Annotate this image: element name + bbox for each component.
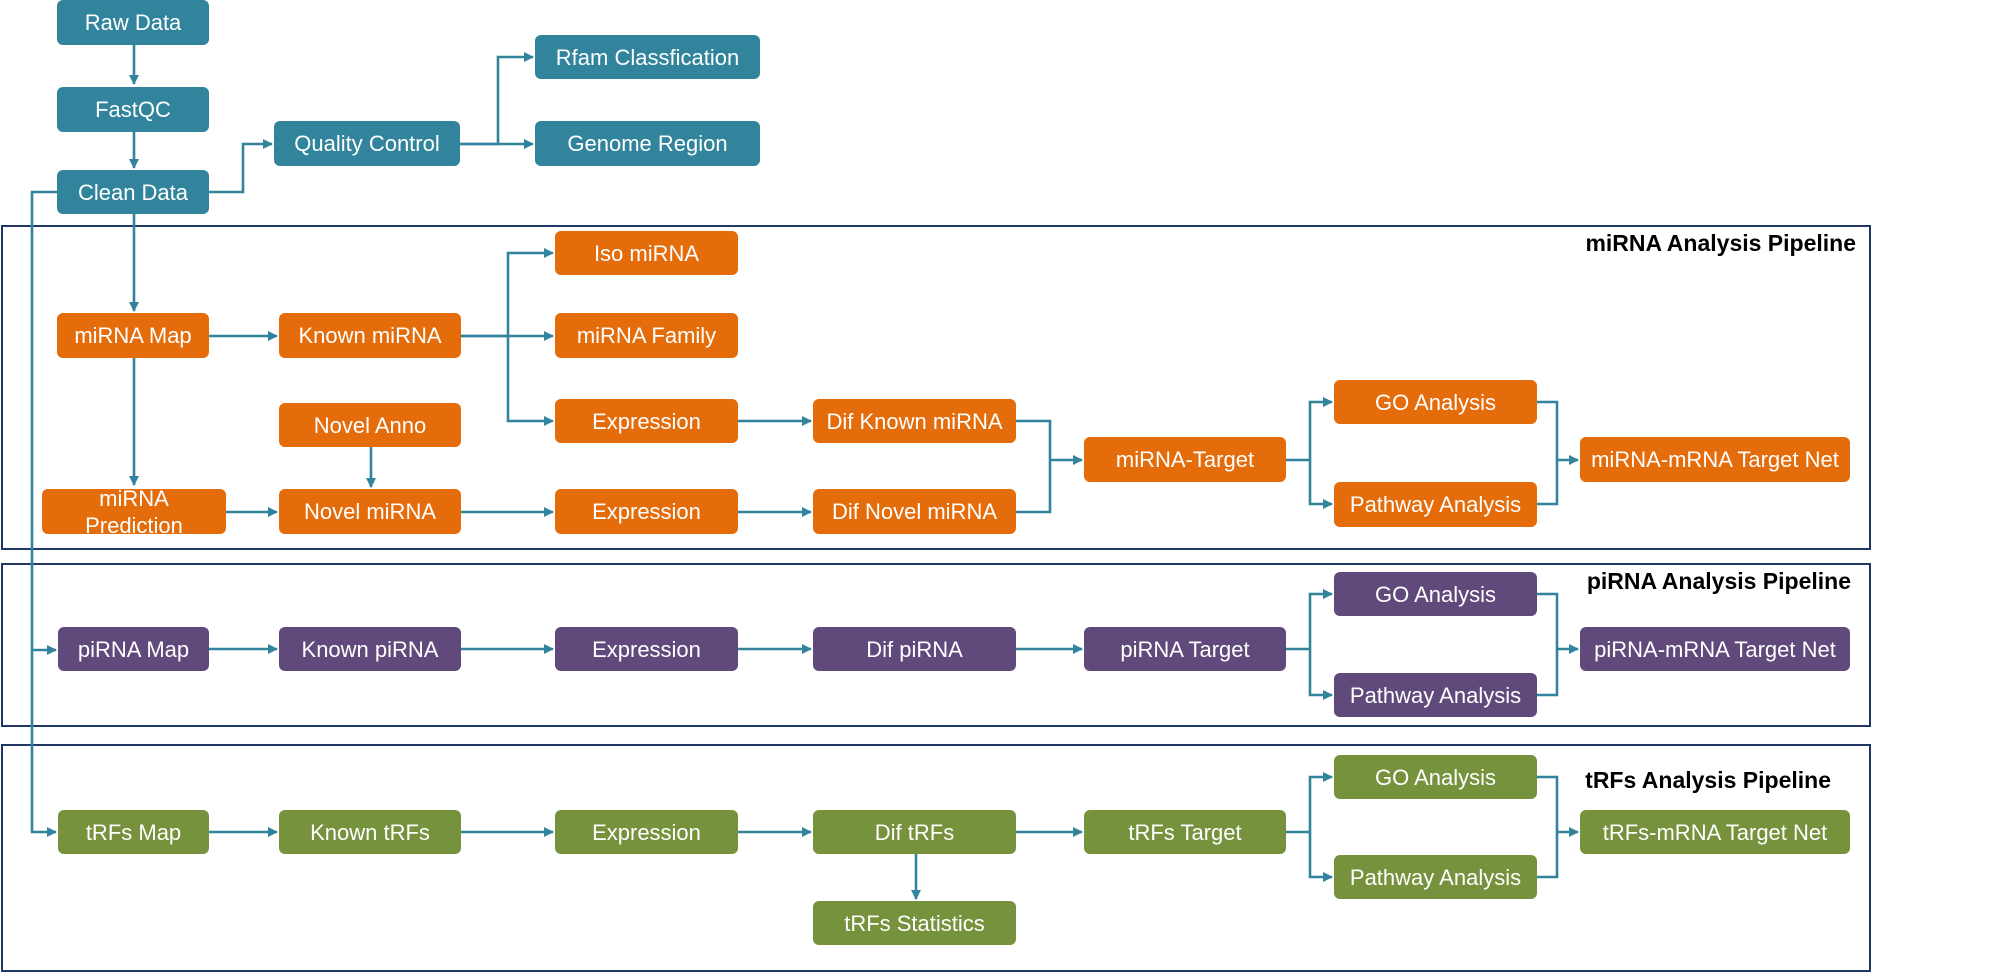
known-pirna-node: Known piRNA [279,627,461,671]
quality-control-node: Quality Control [274,121,460,166]
dif-known-mirna-node: Dif Known miRNA [813,399,1016,443]
trfs-expression-node: Expression [555,810,738,854]
pirna-pipeline-title: piRNA Analysis Pipeline [1586,568,1851,594]
known-expression-node: Expression [555,399,738,443]
mirna-pipeline-title: miRNA Analysis Pipeline [1585,230,1856,256]
pirna-map-node: piRNA Map [58,627,209,671]
mirna-pathway-analysis-node: Pathway Analysis [1334,482,1537,527]
pirna-target-node: piRNA Target [1084,627,1286,671]
trfs-mrna-target-net-node: tRFs-mRNA Target Net [1580,810,1850,854]
known-trfs-node: Known tRFs [279,810,461,854]
mirna-prediction-node: miRNA Prediction [42,489,226,534]
clean-data-node: Clean Data [57,170,209,214]
pirna-mrna-target-net-node: piRNA-mRNA Target Net [1580,627,1850,671]
mirna-pipeline-panel [1,225,1871,550]
mirna-target-node: miRNA-Target [1084,437,1286,482]
pirna-go-analysis-node: GO Analysis [1334,572,1537,616]
pirna-expression-node: Expression [555,627,738,671]
pirna-pipeline-panel [1,563,1871,727]
mirna-family-node: miRNA Family [555,313,738,358]
fastqc-node: FastQC [57,87,209,132]
rfam-classification-node: Rfam Classfication [535,35,760,79]
dif-trfs-node: Dif tRFs [813,810,1016,854]
trfs-pathway-analysis-node: Pathway Analysis [1334,855,1537,899]
pirna-pathway-analysis-node: Pathway Analysis [1334,673,1537,717]
iso-mirna-node: Iso miRNA [555,231,738,275]
trfs-statistics-node: tRFs Statistics [813,901,1016,945]
trfs-map-node: tRFs Map [58,810,209,854]
raw-data-node: Raw Data [57,0,209,45]
trfs-go-analysis-node: GO Analysis [1334,755,1537,799]
novel-mirna-node: Novel miRNA [279,489,461,534]
mirna-go-analysis-node: GO Analysis [1334,380,1537,424]
dif-pirna-node: Dif piRNA [813,627,1016,671]
genome-region-node: Genome Region [535,121,760,166]
known-mirna-node: Known miRNA [279,313,461,358]
dif-novel-mirna-node: Dif Novel miRNA [813,489,1016,534]
novel-expression-node: Expression [555,489,738,534]
trfs-pipeline-title: tRFs Analysis Pipeline [1585,767,1831,793]
novel-anno-node: Novel Anno [279,403,461,447]
mirna-map-node: miRNA Map [57,313,209,358]
mirna-mrna-target-net-node: miRNA-mRNA Target Net [1580,437,1850,482]
trfs-target-node: tRFs Target [1084,810,1286,854]
